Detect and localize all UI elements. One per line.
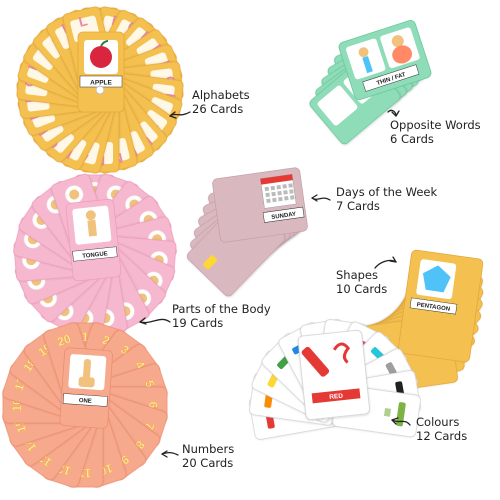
apple-icon [90, 46, 112, 68]
label-count: 6 Cards [390, 132, 434, 146]
arrow-colours [391, 419, 411, 426]
label-shapes: Shapes 10 Cards [336, 268, 387, 296]
number-front-card: ONE [59, 347, 113, 429]
crayon-icon [395, 402, 406, 427]
pentagon-icon [422, 265, 451, 293]
label-alphabets: Alphabets 26 Cards [192, 88, 250, 116]
label-colours: Colours 12 Cards [416, 415, 467, 443]
finger-icon [82, 359, 91, 382]
alphabets-fan: ABCDEFGHIJKLMNABCDEFGHIJKLAPPLE [16, 6, 184, 174]
card-number: 7 [142, 421, 157, 432]
label-count: 12 Cards [416, 429, 468, 443]
alphabet-front-card: APPLE [77, 31, 125, 113]
label-title: Numbers [182, 442, 235, 456]
body-front-card: TONGUE [65, 198, 122, 282]
label-title: Parts of the Body [172, 302, 271, 316]
colours-fan: RED [249, 319, 421, 440]
shape-front-card: PENTAGON [397, 249, 484, 363]
day-front-card: SUNDAY [212, 167, 308, 243]
label-opposite-words: Opposite Words 6 Cards [390, 118, 481, 146]
colour-front-card: RED [297, 329, 370, 420]
fat-person-icon [391, 35, 404, 48]
thin-person-icon [358, 47, 369, 58]
front-card-word: ONE [79, 398, 92, 405]
label-title: Opposite Words [390, 118, 481, 132]
label-count: 10 Cards [336, 282, 388, 296]
label-title: Shapes [336, 268, 379, 282]
card-number: 20 [55, 332, 72, 350]
days-of-week-fan: SUNDAY [186, 167, 308, 297]
front-card-word: RED [329, 393, 344, 401]
label-title: Colours [416, 415, 460, 429]
label-title: Days of the Week [336, 185, 438, 199]
front-card-word: SUNDAY [271, 212, 296, 221]
child-icon [85, 210, 96, 221]
label-count: 7 Cards [336, 199, 380, 213]
label-arrows [139, 109, 411, 458]
front-card-word: PENTAGON [416, 302, 450, 313]
label-count: 19 Cards [172, 316, 224, 330]
front-card-word: TONGUE [82, 251, 108, 260]
card-number: 5 [142, 379, 157, 390]
front-card-word: APPLE [90, 80, 112, 87]
red-crayon-icon [301, 346, 330, 377]
card-number: 6 [146, 402, 160, 409]
parts-of-body-fan: TONGUE [13, 173, 177, 337]
label-count: 26 Cards [192, 102, 244, 116]
opposite-front-card: THIN / FAT [338, 20, 432, 100]
opposite-words-fan: THIN / FAT [309, 20, 432, 145]
label-numbers: Numbers 20 Cards [182, 442, 234, 470]
label-days-of-week: Days of the Week 7 Cards [336, 185, 437, 213]
label-parts-of-body: Parts of the Body 19 Cards [172, 302, 271, 330]
label-count: 20 Cards [182, 456, 234, 470]
card-number: 2 [101, 333, 112, 348]
label-title: Alphabets [192, 88, 250, 102]
card-number: 1 [82, 330, 89, 344]
